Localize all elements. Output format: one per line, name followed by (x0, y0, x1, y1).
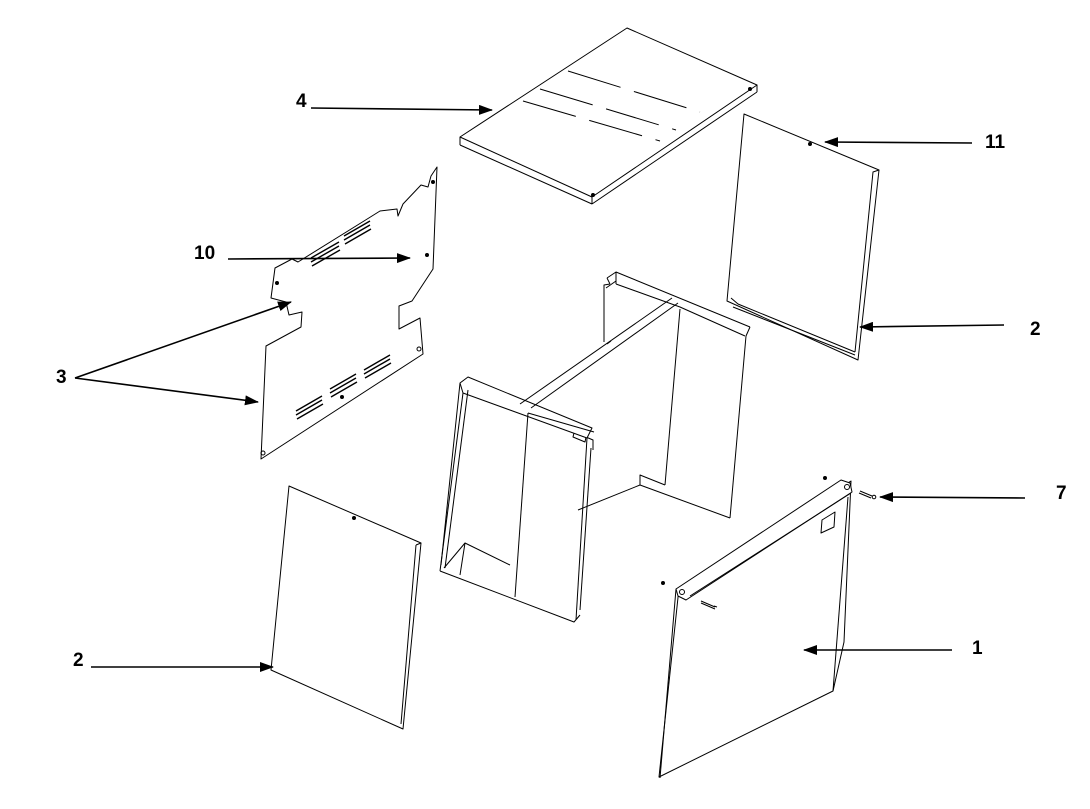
front-right-panel (658, 476, 853, 779)
arrow-3a (74, 301, 292, 379)
screws (858, 490, 877, 500)
arrow-3b (74, 377, 259, 406)
label-2-right: 2 (1030, 319, 1041, 340)
label-7: 7 (1056, 483, 1067, 504)
arrow-2-right (859, 321, 1005, 332)
vent-slots (295, 220, 392, 420)
label-4: 4 (296, 91, 307, 112)
center-frame (439, 271, 751, 623)
top-panel (459, 27, 758, 205)
label-3: 3 (56, 367, 67, 388)
leader-arrows (74, 104, 1026, 672)
label-10: 10 (194, 243, 216, 264)
arrow-4 (310, 104, 493, 115)
arrow-7 (879, 492, 1026, 503)
arrow-11 (824, 137, 973, 148)
arrow-10 (227, 253, 411, 264)
left-rear-panel (260, 166, 438, 460)
right-side-panel (726, 113, 880, 361)
label-2-left: 2 (73, 650, 84, 671)
label-11: 11 (985, 132, 1006, 153)
label-1: 1 (972, 638, 983, 659)
front-left-panel (270, 485, 422, 730)
